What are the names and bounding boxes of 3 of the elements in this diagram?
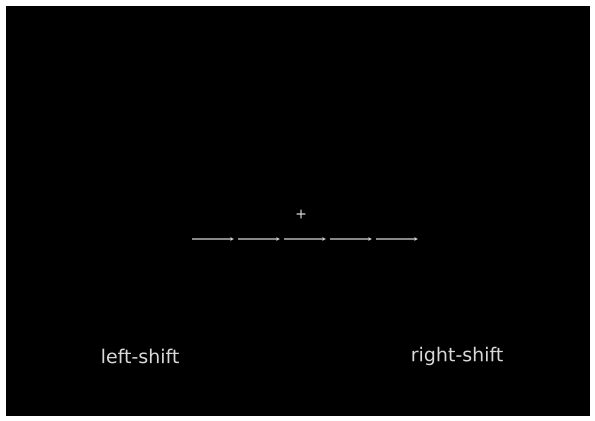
plus-sign: + (296, 210, 306, 218)
shift-label: right-shift (412, 346, 503, 366)
shift-label: left-shift (102, 348, 179, 364)
